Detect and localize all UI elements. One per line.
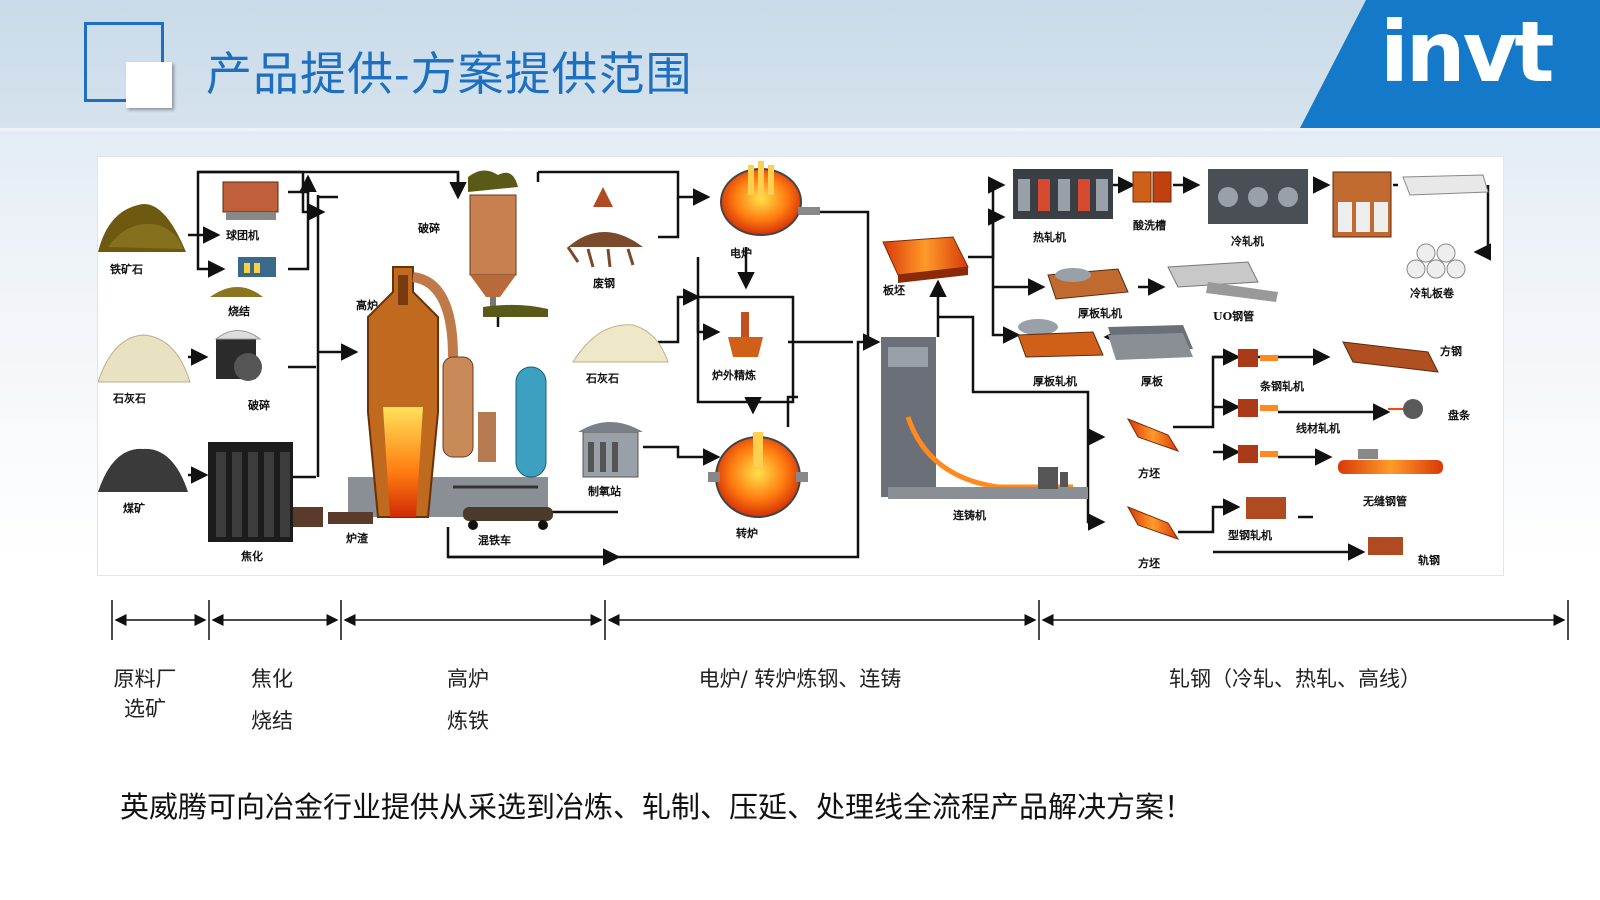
label-coil: 盘条 xyxy=(1448,408,1471,422)
pickling-tank xyxy=(1132,171,1172,203)
label-limestone2: 石灰石 xyxy=(585,371,619,385)
label-coking: 焦化 xyxy=(240,549,263,563)
stage-raw-material-line2: 选矿 xyxy=(124,697,166,721)
ore-piles xyxy=(98,203,263,492)
title-decoration-square xyxy=(126,62,172,108)
label-plate-mill: 厚板轧机 xyxy=(1078,306,1122,320)
slab xyxy=(882,236,969,283)
label-furnace-slag: 炉渣 xyxy=(346,531,369,545)
stage-coking-line2: 烧结 xyxy=(251,709,293,733)
torpedo-car xyxy=(328,507,553,530)
label-torpedo: 混铁车 xyxy=(478,533,511,547)
label-sinter: 烧结 xyxy=(228,304,250,318)
coke-oven xyxy=(208,442,323,542)
billets xyxy=(1126,418,1180,540)
crusher-equipment xyxy=(214,330,262,381)
stage-raw-material: 原料厂 选矿 xyxy=(90,661,200,727)
stage-ironmaking-line2: 炼铁 xyxy=(447,709,489,733)
label-iron-ore: 铁矿石 xyxy=(110,262,143,276)
label-ladle: 炉外精炼 xyxy=(712,368,756,382)
label-blast-furnace: 高炉 xyxy=(356,298,378,312)
bof-converter xyxy=(708,432,808,518)
label-scrap: 废钢 xyxy=(593,276,615,290)
label-eaf: 电炉 xyxy=(730,246,752,260)
stage-raw-material-line1: 原料厂 xyxy=(113,667,177,691)
label-wire-mill: 线材轧机 xyxy=(1296,421,1340,435)
label-section-mill: 型钢轧机 xyxy=(1228,528,1272,542)
summary-text: 英威腾可向冶金行业提供从采选到冶炼、轧制、压延、处理线全流程产品解决方案！ xyxy=(120,790,1194,824)
stage-steelmaking-line1: 电炉/ 转炉炼钢、连铸 xyxy=(698,667,902,691)
label-converter: 转炉 xyxy=(736,526,758,540)
label-bar-mill: 条钢轧机 xyxy=(1259,379,1304,393)
label-square-steel: 方钢 xyxy=(1440,344,1462,358)
label-crush: 破碎 xyxy=(248,398,270,412)
label-seamless: 无缝钢管 xyxy=(1362,494,1407,508)
label-plate: 厚板 xyxy=(1141,374,1164,388)
scrap-magnet xyxy=(566,187,643,268)
flow-lines xyxy=(188,170,1491,566)
oxygen-plant xyxy=(578,422,643,478)
steel-process-diagram: 铁矿石 球团机 烧结 石灰石 破碎 煤矿 焦化 破碎 高炉 炉渣 混铁车 废钢 … xyxy=(97,156,1504,576)
cold-mill xyxy=(1208,169,1308,224)
ladle-refining xyxy=(696,295,795,404)
label-pickling: 酸洗槽 xyxy=(1133,218,1166,232)
invt-logo: invt xyxy=(1380,3,1555,101)
stage-coking-line1: 焦化 xyxy=(251,667,293,691)
plate-mill-uo xyxy=(1047,261,1278,302)
label-slab: 板坯 xyxy=(883,283,905,297)
process-flow-graphic: 铁矿石 球团机 烧结 石灰石 破碎 煤矿 焦化 破碎 高炉 炉渣 混铁车 废钢 … xyxy=(98,161,1491,570)
label-rail: 轨钢 xyxy=(1418,553,1440,567)
stage-ironmaking: 高炉 炼铁 xyxy=(418,661,518,739)
header-divider xyxy=(0,128,1600,131)
stage-rolling: 轧钢（冷轧、热轧、高线） xyxy=(1130,661,1460,697)
pellet-machine xyxy=(222,181,279,277)
label-caster: 连铸机 xyxy=(953,508,986,522)
hot-strip-mill xyxy=(1013,169,1113,219)
label-oxygen: 制氧站 xyxy=(588,484,621,498)
label-plate-mill2: 厚板轧机 xyxy=(1033,374,1077,388)
continuous-caster xyxy=(881,337,1088,499)
plate-mill-2 xyxy=(1017,319,1193,360)
process-labels: 铁矿石 球团机 烧结 石灰石 破碎 煤矿 焦化 破碎 高炉 炉渣 混铁车 废钢 … xyxy=(110,218,1471,570)
label-cold-mill: 冷轧机 xyxy=(1231,234,1264,248)
label-cold-coil: 冷轧板卷 xyxy=(1410,286,1455,300)
label-uo-pipe: UO钢管 xyxy=(1213,309,1254,323)
stage-steelmaking: 电炉/ 转炉炼钢、连铸 xyxy=(640,661,960,697)
stage-ironmaking-line1: 高炉 xyxy=(447,667,489,691)
page-title: 产品提供-方案提供范围 xyxy=(206,47,693,101)
label-pellet: 球团机 xyxy=(226,228,259,242)
label-coal: 煤矿 xyxy=(123,501,145,515)
blast-furnace xyxy=(348,266,548,518)
stage-coking-sinter: 焦化 烧结 xyxy=(222,661,322,739)
bar-mills xyxy=(1238,349,1403,555)
label-crushing: 破碎 xyxy=(418,221,440,235)
stage-rolling-line1: 轧钢（冷轧、热轧、高线） xyxy=(1169,667,1421,691)
label-billet: 方坯 xyxy=(1138,466,1160,480)
label-bloom: 方坯 xyxy=(1138,556,1160,570)
crusher-tower xyxy=(468,170,548,317)
coils xyxy=(1332,171,1489,279)
label-hot-mill: 热轧机 xyxy=(1033,230,1066,244)
electric-arc-furnace xyxy=(720,161,820,236)
label-limestone: 石灰石 xyxy=(112,391,146,405)
rolled-products xyxy=(1338,341,1443,474)
